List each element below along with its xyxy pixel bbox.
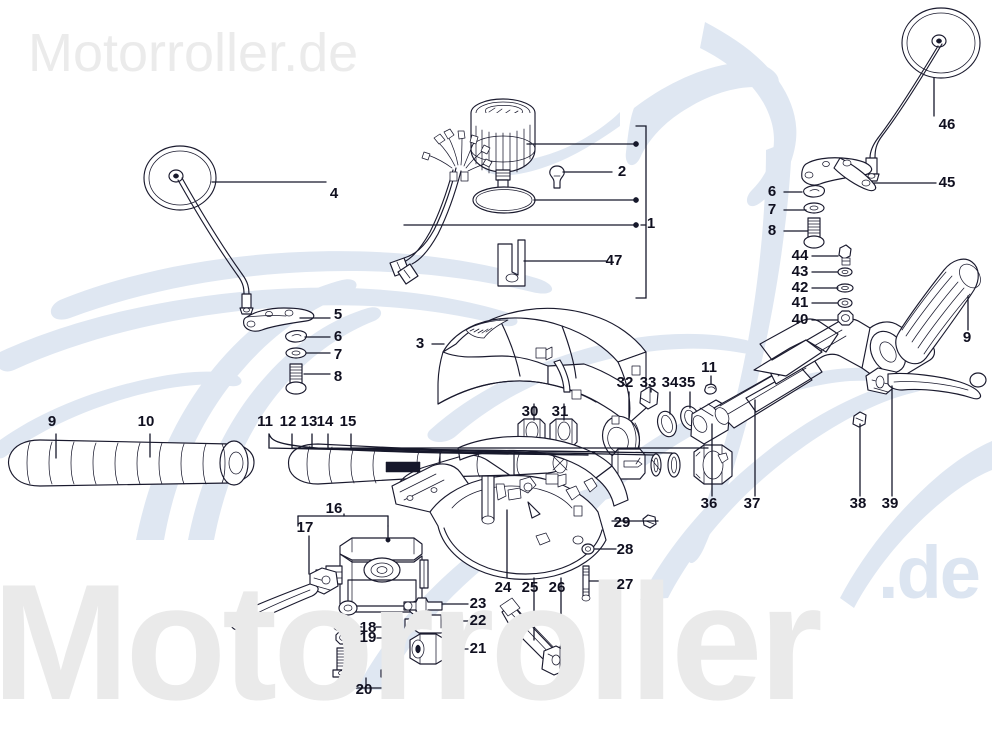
part-washer-34 bbox=[656, 410, 678, 438]
part-brake-switch-23 bbox=[403, 597, 443, 615]
part-washer-41 bbox=[837, 298, 853, 308]
part-bolt-8-right bbox=[803, 217, 825, 249]
background-swoosh-group bbox=[0, 22, 992, 690]
part-speedometer-gasket bbox=[472, 186, 536, 214]
part-nut-26 bbox=[541, 645, 569, 676]
harness-connector-tips bbox=[421, 128, 493, 182]
part-bolt-8-left bbox=[285, 363, 307, 395]
part-washer-7-left bbox=[285, 347, 307, 359]
watermark-bottom-suffix: .de bbox=[878, 531, 981, 614]
leader-lines bbox=[55, 77, 969, 689]
part-washer-14 bbox=[667, 452, 681, 478]
part-washer-6-left bbox=[285, 330, 308, 343]
part-handlebar-24 bbox=[391, 435, 629, 580]
part-washer-42 bbox=[836, 283, 854, 293]
part-nut-19-right bbox=[383, 630, 399, 645]
grip-9-ribs bbox=[901, 271, 971, 355]
part-sleeve-33 bbox=[639, 386, 659, 410]
part-bulb-2 bbox=[549, 165, 565, 189]
part-piston-22 bbox=[404, 614, 456, 634]
part-washer-43 bbox=[837, 267, 853, 277]
part-screw-20-left bbox=[332, 647, 353, 678]
part-wiring-harness bbox=[389, 128, 493, 285]
part-washer-6-right bbox=[803, 185, 826, 198]
part-screw-44 bbox=[838, 244, 852, 266]
part-speedometer bbox=[470, 98, 536, 189]
part-screw-20-right bbox=[380, 647, 401, 678]
part-left-mirror bbox=[143, 145, 254, 315]
part-throttle-housing-15 bbox=[693, 444, 733, 485]
left-grip-ribs bbox=[26, 441, 207, 485]
part-clip-38 bbox=[852, 411, 867, 428]
part-rubber-boot-21 bbox=[409, 633, 447, 665]
part-washer-13 bbox=[650, 453, 662, 477]
part-nut-40 bbox=[837, 310, 854, 326]
part-brake-lever-39 bbox=[865, 367, 987, 400]
part-handlebar-cover bbox=[437, 307, 647, 425]
part-brake-lever-17 bbox=[230, 567, 339, 631]
part-nut-19-left bbox=[335, 630, 351, 645]
part-washer-7-right bbox=[803, 202, 825, 214]
part-clip-11-right bbox=[704, 383, 717, 395]
part-stud-27 bbox=[581, 565, 591, 602]
part-nut-28 bbox=[581, 543, 595, 555]
part-right-mirror-bracket bbox=[801, 157, 877, 192]
part-right-handlebar bbox=[753, 258, 981, 385]
watermark-bottom: Motorroller bbox=[0, 550, 823, 734]
part-left-grip-9 bbox=[7, 439, 255, 487]
part-right-mirror bbox=[863, 7, 981, 182]
harness-strands bbox=[427, 135, 491, 172]
watermark-top: Motorroller.de bbox=[28, 23, 359, 83]
part-left-mirror-bracket bbox=[243, 307, 315, 332]
part-bracket-47 bbox=[497, 239, 526, 287]
